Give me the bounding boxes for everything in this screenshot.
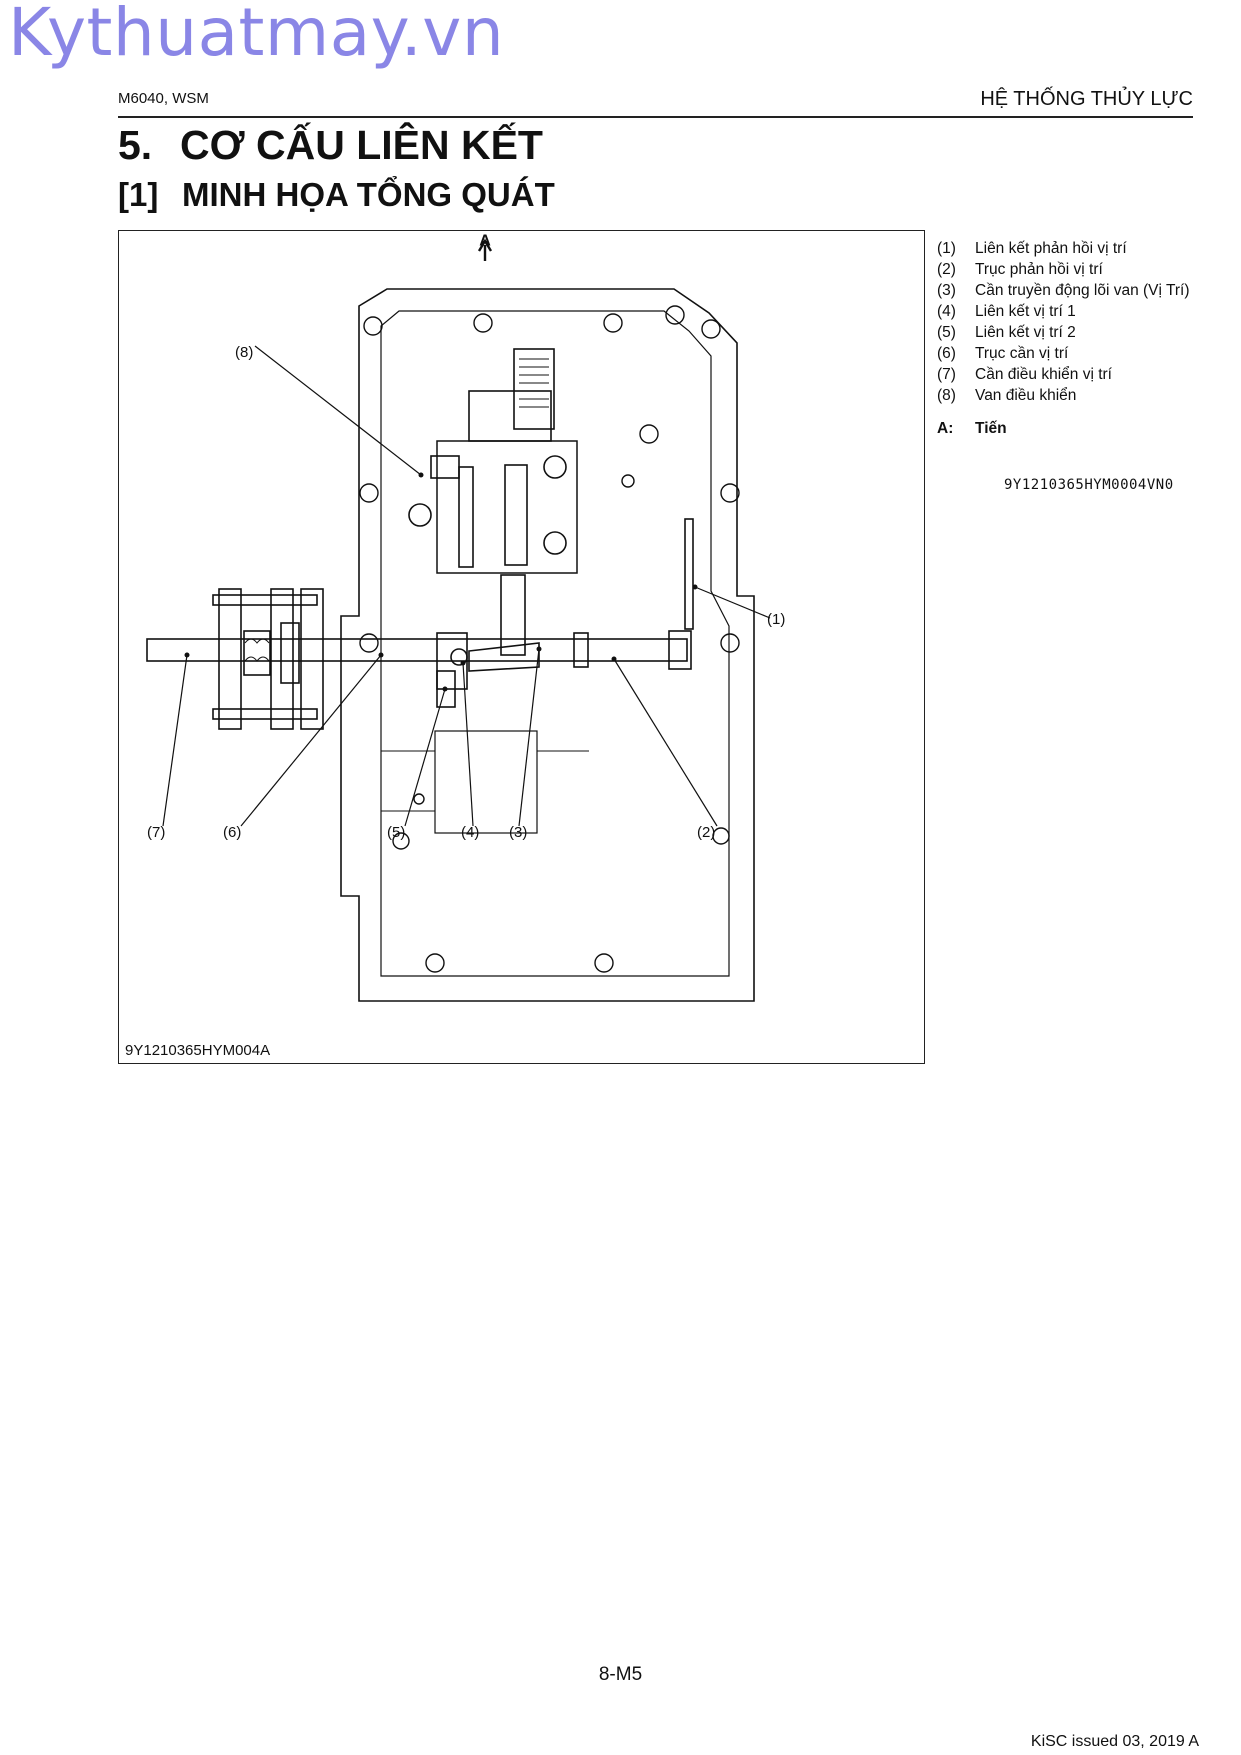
watermark: Kythuatmay.vn — [8, 0, 505, 71]
callout-5: (5) — [387, 824, 405, 841]
subsection-title: MINH HỌA TỔNG QUÁT — [182, 176, 555, 213]
page-number: 8-M5 — [598, 1664, 643, 1685]
legend-item: (2)Trục phản hồi vị trí — [937, 261, 1103, 278]
figure-id: 9Y1210365HYM004A — [125, 1042, 271, 1059]
footer-issue: KiSC issued 03, 2019 A — [1030, 1733, 1199, 1750]
legend-item: (3)Cần truyền động lõi van (Vị Trí) — [937, 282, 1190, 299]
document-code: 9Y1210365HYM0004VN0 — [1004, 477, 1174, 493]
subsection-number: [1] — [118, 176, 159, 213]
section-number: 5. — [118, 122, 153, 168]
section-heading: 5. CƠ CẤU LIÊN KẾT — [118, 122, 543, 169]
legend-item: (6)Trục cần vị trí — [937, 345, 1069, 362]
callout-4: (4) — [461, 824, 479, 841]
header-rule — [118, 116, 1193, 118]
legend: (1)Liên kết phản hồi vị trí (2)Trục phản… — [937, 238, 1197, 439]
figure-frame: A (1) (2) (3) (4) (5) (6) (7) (8) 9Y1210… — [118, 230, 925, 1064]
legend-a-item: A:Tiến — [937, 420, 1007, 437]
legend-item: (7)Cần điều khiển vị trí — [937, 366, 1112, 383]
callout-8: (8) — [235, 344, 253, 361]
callout-1: (1) — [767, 611, 785, 628]
legend-item: (1)Liên kết phản hồi vị trí — [937, 240, 1127, 257]
callout-3: (3) — [509, 824, 527, 841]
callout-6: (6) — [223, 824, 241, 841]
section-title: CƠ CẤU LIÊN KẾT — [180, 122, 543, 168]
header-model: M6040, WSM — [118, 90, 209, 107]
legend-item: (4)Liên kết vị trí 1 — [937, 303, 1076, 320]
linkage-diagram: A (1) (2) (3) (4) (5) (6) (7) (8) — [146, 232, 785, 1002]
header-chapter: HỆ THỐNG THỦY LỰC — [980, 88, 1193, 110]
legend-item: (8)Van điều khiển — [937, 387, 1077, 404]
legend-item: (5)Liên kết vị trí 2 — [937, 324, 1076, 341]
arrow-a-label: A — [479, 232, 491, 249]
callout-2: (2) — [697, 824, 715, 841]
callout-7: (7) — [147, 824, 165, 841]
subsection-heading: [1] MINH HỌA TỔNG QUÁT — [118, 176, 555, 214]
